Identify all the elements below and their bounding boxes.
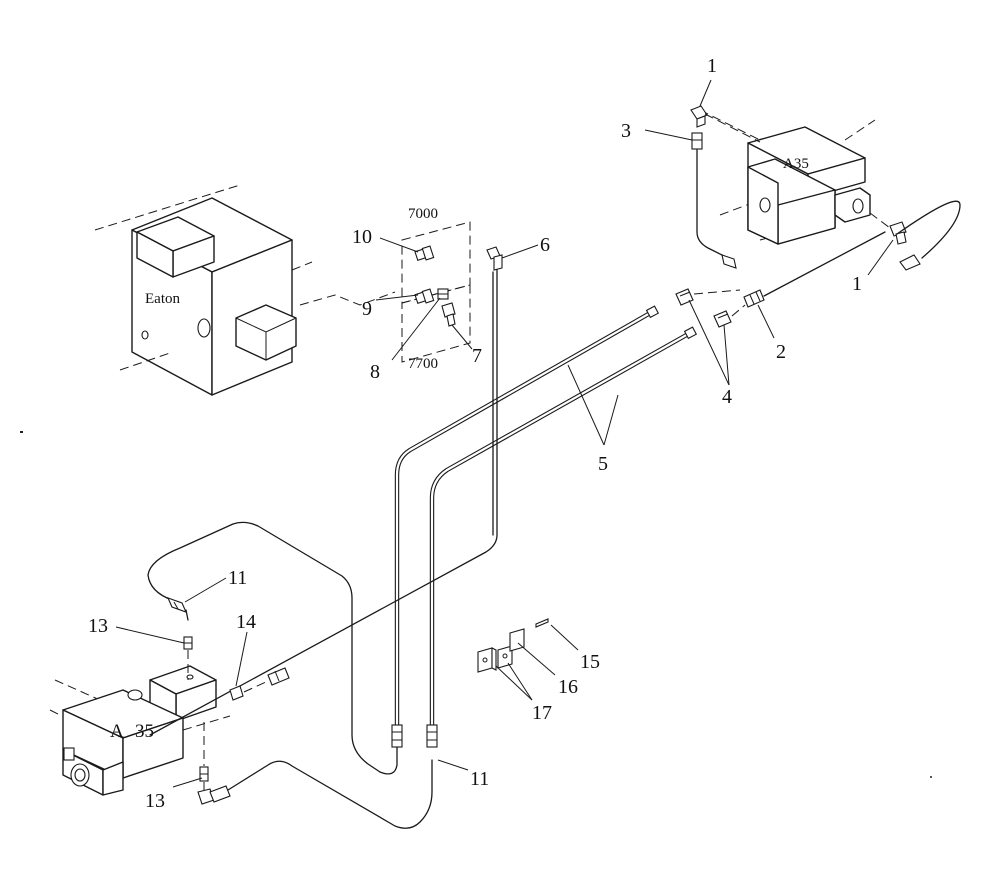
fitting-10 [414,245,435,261]
fitting-11-top [166,597,188,613]
fitting-14 [229,685,244,701]
fitting-4b [713,310,732,328]
callouts: 1 3 1 2 4 5 6 7 8 9 10 11 13 14 13 11 15… [88,55,862,812]
tube-5-upper [394,309,655,728]
callout-14: 14 [236,611,256,633]
fitting-3 [691,132,703,150]
fitting-11-bottom-a [391,724,403,748]
callout-11-top: 11 [228,567,247,589]
fitting-13-top [183,636,193,650]
callout-1-top: 1 [707,55,717,77]
callout-8: 8 [370,361,380,383]
fitting-9 [414,288,435,304]
a35-right: A35 [699,109,876,245]
callout-10: 10 [352,226,372,248]
callout-15: 15 [580,651,600,673]
fitting-7 [441,302,456,327]
fitting-14-nut [267,667,290,686]
callout-3: 3 [621,120,631,142]
a35-left: A 35 [49,665,231,796]
a35-left-label-a: A [110,721,124,742]
box-7700-label: 7700 [408,356,438,372]
eaton-pump: Eaton [94,184,396,396]
callout-11-bottom: 11 [470,768,489,790]
tube-5-lower [429,330,693,728]
a35-right-label: A35 [783,156,809,172]
fitting-1-top [690,105,708,128]
fitting-13-bottom [199,766,209,782]
callout-13-top: 13 [88,615,108,637]
fitting-2 [743,289,765,308]
box-7000-label: 7000 [408,206,438,222]
fitting-8 [437,288,449,300]
callout-5: 5 [598,453,608,475]
valve-block-group: 7000 7700 [401,206,503,372]
fitting-6 [486,246,503,271]
eaton-label: Eaton [145,291,180,307]
elbow-bottom-left [197,785,231,805]
callout-9: 9 [362,298,372,320]
callout-1-right: 1 [852,273,862,295]
callout-6: 6 [540,234,550,256]
callout-13-bottom: 13 [145,790,165,812]
callout-2: 2 [776,341,786,363]
fitting-11-bottom-b [426,724,438,748]
callout-7: 7 [472,345,482,367]
a35-left-label-num: 35 [135,721,154,742]
bracket-group [477,618,549,673]
callout-16: 16 [558,676,578,698]
fitting-1-right [889,221,907,245]
leader-lines [115,79,894,788]
fitting-4a [675,288,694,306]
callout-4: 4 [722,386,732,408]
callout-17: 17 [532,702,552,724]
